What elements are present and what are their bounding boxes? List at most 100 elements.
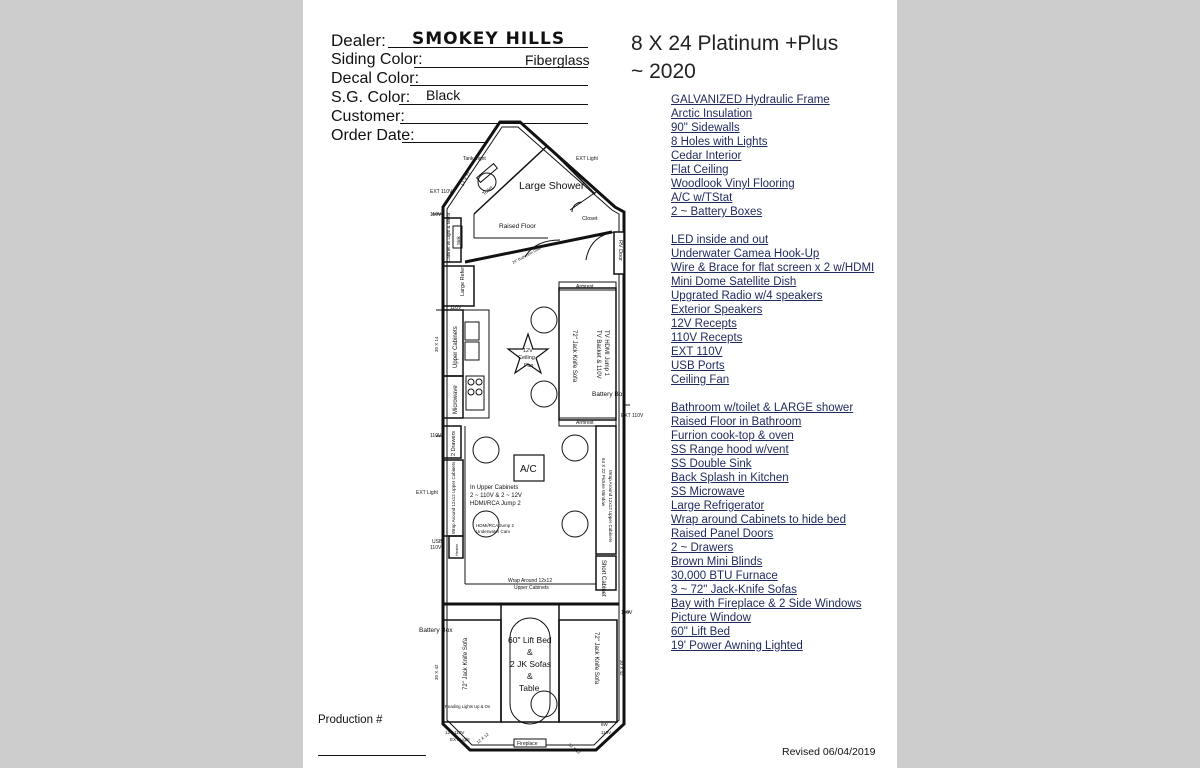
feature-item: Exterior Speakers	[671, 304, 763, 316]
feature-item: GALVANIZED Hydraulic Frame	[671, 94, 830, 106]
dealer-value: SMOKEY HILLS	[412, 29, 566, 49]
microwave-box	[442, 375, 464, 419]
shower-wall	[473, 145, 548, 215]
decal-line	[410, 85, 588, 86]
fish-hole	[530, 690, 558, 718]
12v-110v-label: 12V 110V	[445, 730, 464, 735]
ext-light-bottom-label: EXT Light	[450, 737, 470, 742]
battery-box-right-label: Battery Box	[592, 391, 626, 398]
armrest-bottom-label: Armrest	[576, 420, 594, 426]
sink-basin-1	[464, 321, 480, 341]
revised-date: Revised 06/04/2019	[782, 746, 876, 758]
upper-cabinets-label: Upper Cabinets	[453, 326, 459, 368]
110v-label-a: 110V	[430, 212, 442, 218]
burner	[475, 388, 483, 396]
picture-window-label: 64 X 22 Picture Window	[601, 458, 606, 507]
feature-item: Large Refrigerator	[671, 500, 765, 512]
burner	[475, 378, 483, 386]
upper-info-3: HDMI/RCA Jump 2	[470, 501, 521, 507]
110v-label-d: 110V	[430, 545, 442, 551]
usb-label: USB	[432, 539, 443, 545]
raised-floor-label: Raised Floor	[499, 223, 537, 230]
fireplace-label: Fireplace	[517, 741, 538, 747]
feature-item: SS Microwave	[671, 486, 745, 498]
production-number-label: Production #	[318, 714, 383, 726]
model-title: 8 X 24 Platinum +Plus ~ 2020	[631, 30, 838, 86]
rv-door	[613, 231, 625, 275]
reading-lights-label: Reading Lights Up & On	[445, 704, 491, 709]
fish-hole	[530, 380, 558, 408]
feature-item: Cedar Interior	[671, 150, 742, 162]
drawers-label: 2 Drawers	[451, 431, 457, 456]
sink-box	[452, 225, 463, 249]
feature-item: 19' Power Awning Lighted	[671, 640, 803, 652]
sofa-3	[558, 619, 618, 723]
rv-door-label: RV Door	[617, 240, 623, 261]
wrap-bottom-1: Wrap Around 12x12	[508, 578, 552, 584]
feature-item: USB Ports	[671, 360, 725, 372]
sofa-1-label: 72" Jack Knife Sofa	[571, 330, 577, 383]
bed-label-1: 60" Lift Bed	[508, 635, 552, 645]
ceiling-fan-fan: Fan	[524, 363, 533, 369]
production-number-line	[318, 755, 426, 756]
hdmi-cam-2: Underwater Cam	[476, 529, 510, 534]
bed-label-2: &	[527, 647, 533, 657]
bed-label-3: 2 JK Sofas	[510, 659, 551, 669]
bed-label-4: &	[527, 671, 533, 681]
short-cabinet-label: Short Cabinet	[600, 560, 606, 597]
feature-item: Bay with Fireplace & 2 Side Windows	[671, 598, 862, 610]
sofa-1-tv-2: TV Backet & 110V	[595, 330, 601, 379]
feature-item: Flat Ceiling	[671, 164, 729, 176]
ext-light-left-label: EXT Light	[416, 490, 438, 496]
feature-item: 8 Holes with Lights	[671, 136, 768, 148]
toilet-outline	[477, 172, 497, 192]
fish-hole	[472, 510, 500, 538]
feature-item: Mini Dome Satellite Dish	[671, 276, 797, 288]
feature-item: Wrap around Cabinets to hide bed	[671, 514, 846, 526]
feature-list-2: LED inside and out Underwater Camea Hook…	[671, 233, 874, 387]
customer-line	[400, 123, 588, 124]
hdmi-cam-1: HDMI/RCA Jump 2	[476, 523, 515, 528]
ceiling-fan-star	[506, 332, 550, 375]
ac-box	[513, 454, 545, 482]
size-heater-label: Heater	[454, 543, 459, 556]
feature-item: EXT 110V	[671, 346, 723, 358]
size-30x42-right: 30 X 42	[619, 660, 624, 676]
feature-item: 3 ~ 72" Jack-Knife Sofas	[671, 584, 797, 596]
bed-label-5: Table	[519, 683, 540, 693]
lift-bed	[500, 603, 560, 723]
battery-box-left-label: Battery Box	[419, 627, 453, 634]
fireplace-box	[513, 738, 547, 748]
order-date-line	[402, 142, 488, 143]
feature-item: 12V Recepts	[671, 318, 737, 330]
shower-wall-2	[546, 145, 596, 195]
closet-wall	[569, 191, 597, 211]
drawers-box	[442, 425, 462, 459]
closet-label: Closet	[582, 216, 598, 222]
feature-item: Wire & Brace for flat screen x 2 w/HDMI	[671, 262, 875, 274]
cooktop-box	[465, 375, 485, 411]
110v-label-b: 110V	[450, 305, 462, 311]
sink-basin-2	[464, 341, 480, 361]
feature-item: LED inside and out	[671, 234, 769, 246]
sofa-2-label: 72" Jack Knife Sofa	[463, 637, 469, 690]
feature-item: SS Range hood w/vent	[671, 444, 789, 456]
feature-item: Upgrated Radio w/4 speakers	[671, 290, 823, 302]
counter	[462, 309, 490, 419]
feature-item: Raised Floor in Bathroom	[671, 416, 802, 428]
bath-door-swing	[524, 239, 561, 258]
microwave-label: Microwave	[453, 385, 459, 414]
heater-box	[448, 535, 464, 559]
feature-item: Picture Window	[671, 612, 751, 624]
large-refer-label: Large Refer	[460, 267, 466, 296]
rv-door-swing	[585, 231, 615, 261]
model-title-line2: ~ 2020	[631, 60, 696, 83]
feature-item: 90" Sidewalls	[671, 122, 740, 134]
table	[509, 617, 551, 725]
wrap-left-label: Wrap Around 12x12 Upper Cabinets	[451, 461, 456, 534]
feature-item: Raised Panel Doors	[671, 528, 774, 540]
feature-item: Bathroom w/toilet & LARGE shower	[671, 402, 854, 414]
order-date-label: Order Date:	[331, 127, 415, 144]
feature-item: 2 ~ Battery Boxes	[671, 206, 763, 218]
siding-line	[414, 67, 588, 68]
